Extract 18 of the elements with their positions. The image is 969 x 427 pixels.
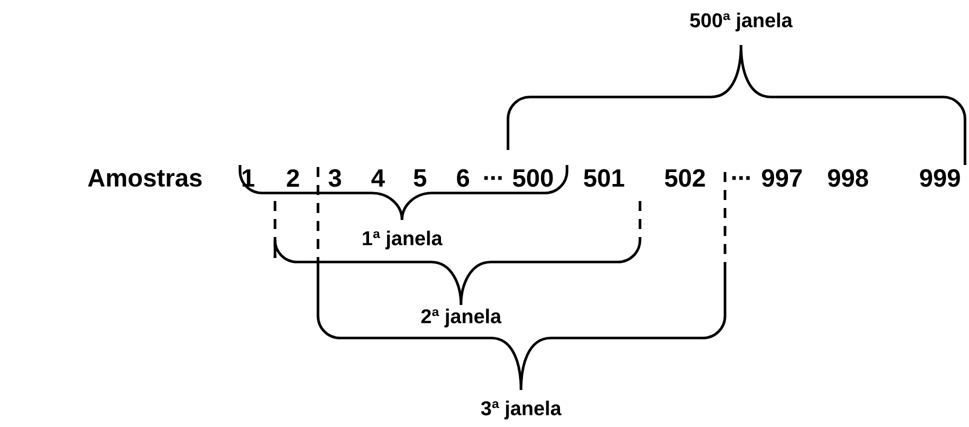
- sample-number: 997: [762, 169, 802, 187]
- window-label: 3ª janela: [481, 400, 562, 420]
- sample-number: 501: [584, 169, 624, 187]
- sample-number: 6: [456, 169, 470, 187]
- row-label: Amostras: [88, 169, 202, 187]
- window-label: 1ª janela: [362, 230, 442, 250]
- sample-number: 998: [828, 169, 868, 187]
- sample-number: 5: [414, 169, 426, 187]
- window-label: 2ª janela: [421, 308, 502, 328]
- ellipsis: ...: [484, 176, 502, 180]
- sample-number: 2: [286, 169, 299, 187]
- sample-number: 500: [512, 169, 553, 187]
- window-label: 500ª janela: [690, 12, 793, 32]
- sample-number: 502: [664, 169, 705, 187]
- sample-number: 3: [328, 169, 342, 187]
- ellipsis: ...: [732, 176, 750, 180]
- sample-number: 999: [920, 169, 960, 187]
- sample-number: 4: [371, 169, 385, 187]
